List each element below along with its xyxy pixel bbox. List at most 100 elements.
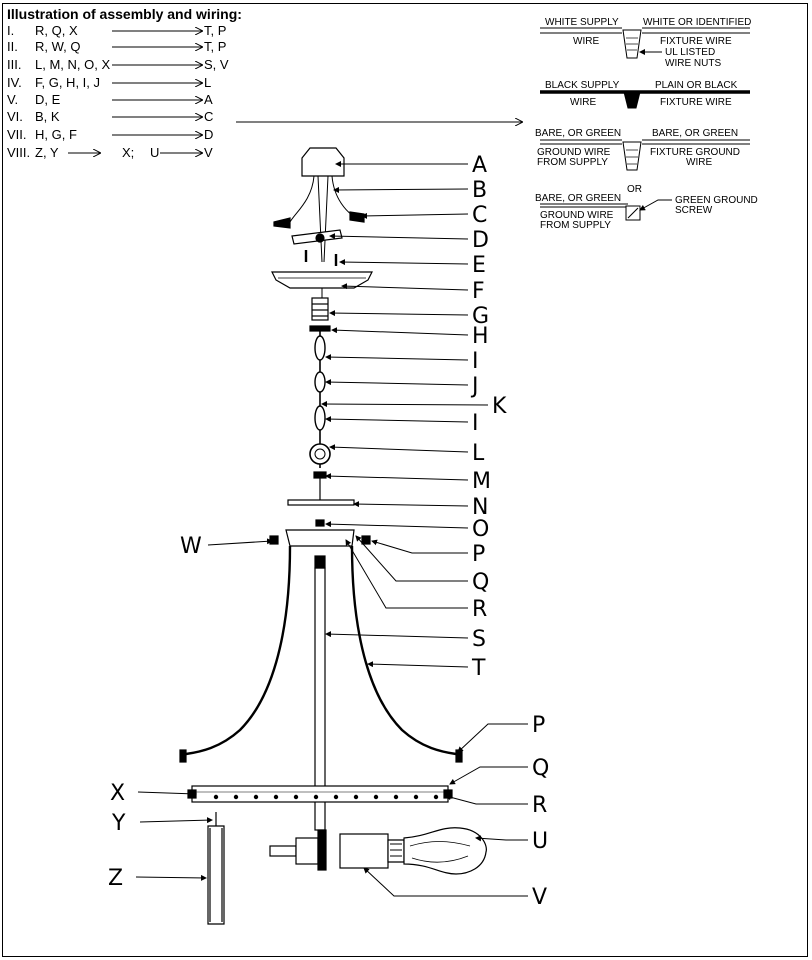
frame-hole — [393, 794, 399, 800]
edison-bulb-icon — [403, 827, 487, 875]
part-label-p: P — [532, 713, 545, 738]
part-label-e: E — [472, 253, 486, 278]
hex-nut — [313, 471, 327, 479]
leader-line-z — [135, 874, 207, 881]
wire-nuts-label: WIRE NUTS — [665, 58, 721, 69]
frame-hole — [233, 794, 239, 800]
leader-line-i — [325, 354, 469, 361]
step-parts: L, M, N, O, X — [35, 57, 110, 72]
bottom-right-finial — [455, 749, 463, 763]
step-number: VI. — [7, 109, 23, 124]
step-result: C — [204, 109, 213, 124]
washer-plate — [287, 499, 355, 506]
step-result: T, P — [204, 23, 226, 38]
bulb-base-icon — [387, 839, 405, 863]
rod-coupler — [314, 555, 326, 569]
black-fixture-wire-label: FIXTURE WIRE — [660, 97, 732, 108]
part-label-r: R — [472, 597, 487, 622]
step-parts: B, K — [35, 109, 60, 124]
part-label-d: D — [472, 228, 489, 253]
leader-line-l — [329, 444, 469, 453]
top-nut — [315, 519, 325, 527]
step-result: S, V — [204, 57, 229, 72]
leader-line-h — [331, 327, 469, 336]
part-label-l: L — [472, 441, 485, 466]
leader-line-g — [329, 310, 469, 317]
step-result: A — [204, 92, 213, 107]
step-parts: F, G, H, I, J — [35, 75, 100, 90]
leader-line-r — [345, 539, 468, 609]
step-result: D — [204, 127, 213, 142]
chain-link-top — [314, 335, 326, 361]
part-label-c: C — [472, 203, 487, 228]
frame-hole — [413, 794, 419, 800]
leader-line-k — [321, 401, 489, 408]
step-result: L — [204, 75, 211, 90]
step-number: VIII. — [7, 145, 30, 160]
shade-arm-left — [185, 545, 292, 756]
leader-line-t — [367, 661, 469, 668]
step-parts: H, G, F — [35, 127, 77, 142]
page-title: Illustration of assembly and wiring: — [7, 6, 242, 22]
step-result: T, P — [204, 39, 226, 54]
part-label-r: R — [532, 793, 547, 818]
part-label-w: W — [180, 534, 202, 559]
step-number: V. — [7, 92, 18, 107]
leader-line-y — [139, 817, 213, 824]
leader-line-o — [325, 521, 469, 529]
leader-line-r — [445, 794, 528, 805]
fixture-ground-wire-label: WIRE — [686, 157, 712, 168]
bottom-frame — [191, 785, 449, 803]
black-wire-group — [540, 90, 750, 109]
part-label-y: Y — [111, 811, 126, 836]
white-wire-label: WIRE — [573, 36, 599, 47]
leader-line-x — [137, 790, 197, 797]
socket-clamp — [295, 837, 319, 865]
leader-line-m — [325, 473, 469, 481]
crossbar-nut — [315, 233, 325, 243]
part-label-j: J — [470, 374, 479, 399]
part-label-t: T — [471, 656, 486, 681]
part-label-s: S — [472, 627, 486, 652]
step-parts: R, W, Q — [35, 39, 81, 54]
top-holder — [285, 529, 355, 547]
leader-line-f — [341, 283, 469, 291]
ground-wire-label-1: GROUND WIRE — [537, 147, 611, 158]
part-label-n: N — [472, 495, 488, 520]
white-wire-group — [540, 27, 750, 59]
ground-wire-nut-icon — [622, 141, 642, 171]
diagram-frame — [2, 3, 808, 957]
frame-hole — [273, 794, 279, 800]
frame-hole — [253, 794, 259, 800]
frame-hole — [373, 794, 379, 800]
part-label-a: A — [472, 153, 487, 178]
part-label-i: I — [472, 349, 479, 374]
part-label-p: P — [472, 542, 485, 567]
leader-line-c — [361, 212, 469, 219]
black-wire-label: WIRE — [570, 97, 596, 108]
part-label-q: Q — [472, 570, 489, 595]
part-label-v: V — [532, 885, 547, 910]
frame-hole — [313, 794, 319, 800]
bottom-left-finial — [179, 749, 187, 763]
leader-line-q — [449, 766, 528, 785]
step-parts: R, Q, X — [35, 23, 78, 38]
part-label-i: I — [472, 411, 479, 436]
ground-wire-label-2: GROUND WIRE — [540, 210, 614, 221]
part-label-u: U — [532, 829, 548, 854]
frame-hole — [213, 794, 219, 800]
socket-body — [339, 833, 389, 869]
canopy-coupling — [311, 297, 329, 321]
crystal-drop — [207, 825, 225, 925]
frame-hole — [293, 794, 299, 800]
left-wire-nut-icon — [273, 217, 291, 229]
part-label-x: X — [110, 781, 125, 806]
leader-line-e — [339, 259, 469, 266]
part-label-q: Q — [532, 756, 549, 781]
frame-hole — [333, 794, 339, 800]
shade-arm-right — [350, 545, 457, 756]
ul-listed-label: UL LISTED — [665, 47, 715, 58]
